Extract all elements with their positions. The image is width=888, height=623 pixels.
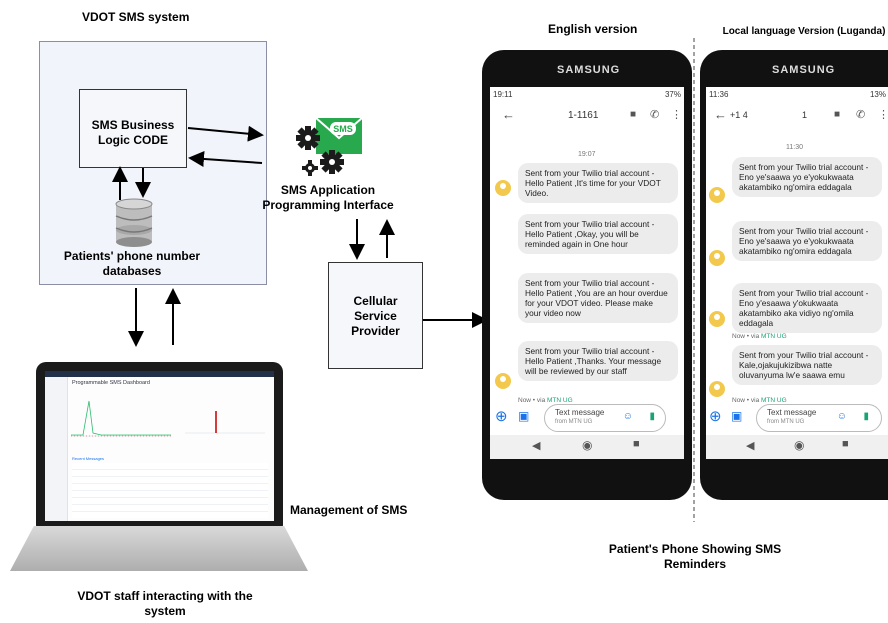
business-logic-box: SMS Business Logic CODE [79, 89, 187, 168]
svg-text:SMS: SMS [333, 124, 353, 134]
message-bubble: Sent from your Twilio trial account - En… [732, 283, 882, 333]
sim-icon[interactable]: ▮ [863, 411, 869, 422]
status-time: 11:36 [709, 90, 729, 99]
nav-back-icon[interactable]: ◀ [532, 440, 541, 452]
more-icon[interactable]: ⋮ [671, 109, 682, 121]
more-icon[interactable]: ⋮ [878, 109, 888, 121]
nav-back-icon[interactable]: ◀ [746, 440, 755, 452]
api-label: SMS Application Programming Interface [262, 183, 394, 212]
sms-api-icon: SMS [296, 117, 363, 176]
status-battery: 37% [664, 90, 681, 99]
samsung-brand: SAMSUNG [772, 64, 836, 76]
database-label: Patients' phone number databases [63, 249, 201, 278]
time-stamp: 11:30 [786, 144, 803, 151]
system-title: VDOT SMS system [82, 10, 190, 24]
staff-label: VDOT staff interacting with the system [77, 589, 253, 618]
phone-call-icon[interactable]: ✆ [650, 109, 660, 121]
dashboard-table [72, 463, 268, 518]
message-bubble: Sent from your Twilio trial account - Ka… [732, 345, 882, 385]
english-version-title: English version [548, 22, 638, 36]
local-version-title: Local language Version (Luganda) [722, 26, 886, 37]
message-input-placeholder: Text message [555, 408, 605, 417]
cellular-provider-box: Cellular Service Provider [328, 262, 423, 369]
management-label: Management of SMS [290, 503, 408, 517]
video-icon[interactable]: ■ [834, 109, 841, 120]
sender-avatar-icon [709, 250, 725, 266]
sender-avatar-icon [709, 311, 725, 327]
business-logic-label: SMS Business Logic CODE [91, 118, 175, 147]
emoji-icon[interactable]: ☺ [836, 411, 847, 422]
contact-number: 1-1161 [568, 110, 599, 121]
english-phone: SAMSUNG 19:11 37% ← 1-1161 ■ ✆ ⋮ 19:07 S… [482, 50, 692, 500]
local-phone: SAMSUNG 11:36 13% ← +1 4 1 ■ ✆ ⋮ 11:30 S… [700, 50, 888, 500]
dashboard-section: Recent Messages [72, 456, 105, 461]
message-bubble: Sent from your Twilio trial account - En… [732, 157, 882, 197]
laptop: Programmable SMS Dashboard Recent Messag… [36, 362, 283, 527]
message-input-sub: from MTN UG [555, 419, 593, 425]
nav-bar: ◀ ◉ ■ [490, 435, 684, 459]
sender-avatar-icon [495, 180, 511, 196]
message-input-placeholder: Text message [767, 408, 817, 417]
sender-avatar-icon [709, 187, 725, 203]
nav-home-icon[interactable]: ◉ [794, 438, 805, 452]
laptop-screen: Programmable SMS Dashboard Recent Messag… [45, 371, 274, 521]
back-arrow-icon[interactable]: ← [714, 107, 727, 122]
patient-phone-caption: Patient's Phone Showing SMS Reminders [608, 542, 782, 571]
dashboard-sidebar [45, 377, 68, 521]
message-input[interactable]: Text message from MTN UG ☺ ▮ [756, 404, 882, 432]
message-bubble: Sent from your Twilio trial account - He… [518, 273, 678, 323]
dashboard-bars [185, 411, 265, 434]
via-carrier: Now • via MTN UG [518, 397, 573, 404]
add-icon[interactable]: ⊕ [495, 408, 508, 425]
dashboard-graph [71, 400, 171, 437]
contact-number: 1 [802, 110, 808, 120]
nav-bar: ◀ ◉ ■ [706, 435, 888, 459]
gallery-icon[interactable]: ▣ [731, 409, 743, 423]
cellular-provider-label: Cellular Service Provider [351, 294, 400, 338]
sender-avatar-icon [709, 381, 725, 397]
english-screen: 19:11 37% ← 1-1161 ■ ✆ ⋮ 19:07 Sent from… [490, 87, 684, 459]
message-bubble: Sent from your Twilio trial account - En… [732, 221, 882, 261]
nav-recent-icon[interactable]: ■ [842, 438, 849, 450]
contact-prefix: +1 4 [730, 110, 748, 120]
emoji-icon[interactable]: ☺ [622, 411, 633, 422]
sender-avatar-icon [495, 373, 511, 389]
status-time: 19:11 [493, 90, 513, 99]
message-bubble: Sent from your Twilio trial account - He… [518, 163, 678, 203]
message-input[interactable]: Text message from MTN UG ☺ ▮ [544, 404, 666, 432]
time-stamp: 19:07 [578, 151, 596, 158]
dashboard-topbar [45, 371, 274, 377]
message-input-sub: from MTN UG [767, 419, 805, 425]
via-carrier: Now • via MTN UG [732, 397, 787, 404]
status-battery: 13% [869, 90, 886, 99]
add-icon[interactable]: ⊕ [709, 408, 722, 425]
message-bubble: Sent from your Twilio trial account - He… [518, 341, 678, 381]
video-icon[interactable]: ■ [630, 109, 637, 120]
laptop-base [10, 526, 308, 571]
database-icon [115, 198, 153, 247]
message-bubble: Sent from your Twilio trial account - He… [518, 214, 678, 254]
via-carrier: Now • via MTN UG [732, 333, 787, 340]
phone-call-icon[interactable]: ✆ [856, 109, 866, 121]
local-screen: 11:36 13% ← +1 4 1 ■ ✆ ⋮ 11:30 Sent from… [706, 87, 888, 459]
nav-home-icon[interactable]: ◉ [582, 438, 593, 452]
dashboard-title: Programmable SMS Dashboard [72, 380, 150, 386]
back-arrow-icon[interactable]: ← [502, 107, 515, 122]
samsung-brand: SAMSUNG [557, 64, 621, 76]
sim-icon[interactable]: ▮ [649, 411, 655, 422]
gallery-icon[interactable]: ▣ [518, 409, 530, 423]
nav-recent-icon[interactable]: ■ [633, 438, 640, 450]
